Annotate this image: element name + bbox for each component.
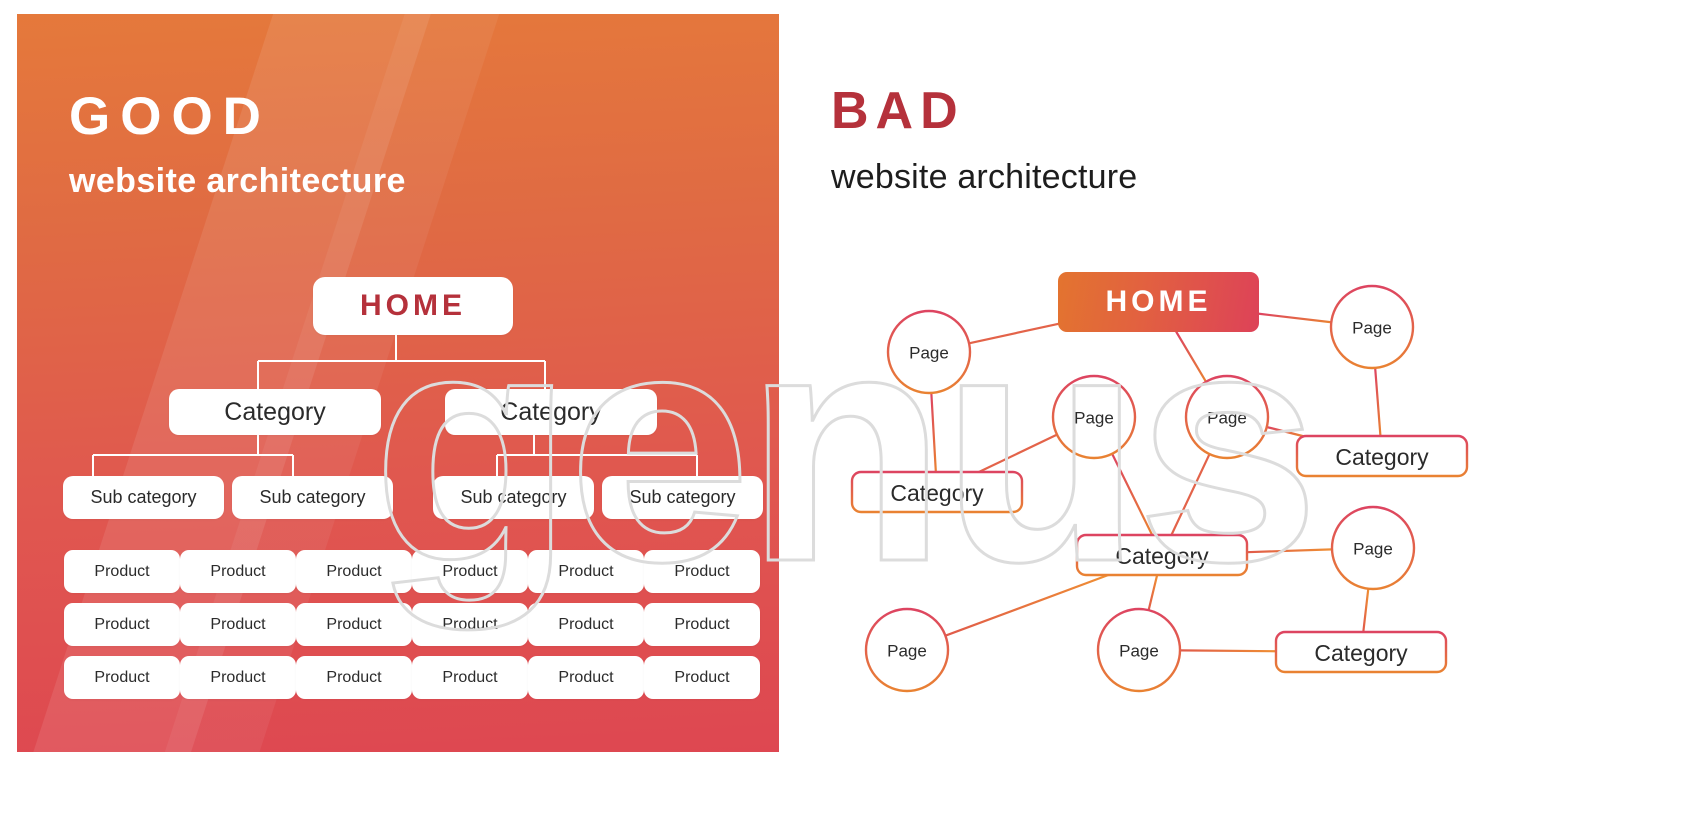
bad-edge-layer (930, 312, 1382, 653)
bad-category-node[interactable]: Category (850, 470, 1024, 514)
bad-page-node[interactable]: Page (886, 309, 972, 395)
bad-edge (1265, 425, 1304, 438)
page-label: Page (1074, 409, 1114, 428)
good-product-node[interactable]: Product (412, 550, 528, 593)
page-label: Page (1352, 319, 1392, 338)
bad-subtitle: website architecture (831, 158, 1138, 196)
category-label: Category (890, 480, 984, 506)
good-product-node[interactable]: Product (644, 656, 760, 699)
good-product-node[interactable]: Product (180, 656, 296, 699)
bad-edge (1178, 649, 1278, 653)
good-category-node-2[interactable]: Category (445, 389, 657, 435)
category-rect (1295, 434, 1469, 478)
bad-category-node[interactable]: Category (1295, 434, 1469, 478)
bad-edge (1374, 366, 1382, 438)
good-tree-connectors (92, 335, 698, 476)
bad-edge (1362, 587, 1370, 634)
bad-page-node[interactable]: Page (1051, 374, 1137, 460)
bad-page-node[interactable]: Page (1184, 374, 1270, 460)
bad-title: BAD (831, 82, 965, 140)
bad-page-node[interactable]: Page (864, 607, 950, 693)
page-label: Page (887, 642, 927, 661)
bad-edge (1245, 548, 1334, 554)
good-category-node-1[interactable]: Category (169, 389, 381, 435)
good-product-node[interactable]: Product (296, 656, 412, 699)
page-circle (1329, 284, 1415, 370)
good-product-node[interactable]: Product (644, 603, 760, 646)
good-product-node[interactable]: Product (644, 550, 760, 593)
page-label: Page (1207, 409, 1247, 428)
bad-edge (944, 573, 1110, 637)
bad-edge (1170, 452, 1211, 537)
good-product-node[interactable]: Product (412, 603, 528, 646)
good-product-node[interactable]: Product (528, 603, 644, 646)
bad-edge (977, 433, 1059, 474)
category-rect (1075, 533, 1249, 577)
bad-page-node[interactable]: Page (1330, 505, 1416, 591)
bad-home-node[interactable]: HOME (1058, 272, 1259, 332)
bad-page-node[interactable]: Page (1329, 284, 1415, 370)
good-product-node[interactable]: Product (180, 550, 296, 593)
good-product-node[interactable]: Product (64, 656, 180, 699)
page-circle (864, 607, 950, 693)
page-circle (886, 309, 972, 395)
good-product-node[interactable]: Product (296, 550, 412, 593)
good-product-node[interactable]: Product (528, 656, 644, 699)
good-product-node[interactable]: Product (412, 656, 528, 699)
good-subcategory-node-2[interactable]: Sub category (232, 476, 393, 519)
page-circle (1184, 374, 1270, 460)
category-label: Category (1115, 543, 1209, 569)
bad-edge (967, 322, 1060, 345)
good-subcategory-node-4[interactable]: Sub category (602, 476, 763, 519)
category-rect (850, 470, 1024, 514)
bad-page-node[interactable]: Page (1096, 607, 1182, 693)
bad-edge (1147, 573, 1159, 612)
page-circle (1051, 374, 1137, 460)
good-subtitle: website architecture (69, 162, 406, 200)
page-label: Page (1353, 540, 1393, 559)
good-product-node[interactable]: Product (64, 550, 180, 593)
good-subcategory-node-3[interactable]: Sub category (433, 476, 594, 519)
bad-edge (1111, 452, 1154, 537)
bad-edge (1175, 330, 1208, 383)
good-product-node[interactable]: Product (296, 603, 412, 646)
page-label: Page (1119, 642, 1159, 661)
good-subcategory-node-1[interactable]: Sub category (63, 476, 224, 519)
page-circle (1096, 607, 1182, 693)
good-architecture-panel: GOOD website architecture HOME Category Ca… (17, 14, 779, 752)
category-label: Category (1314, 640, 1408, 666)
page-label: Page (909, 344, 949, 363)
good-product-node[interactable]: Product (64, 603, 180, 646)
category-rect (1274, 630, 1448, 674)
bad-category-node[interactable]: Category (1075, 533, 1249, 577)
category-label: Category (1335, 444, 1429, 470)
bad-category-node[interactable]: Category (1274, 630, 1448, 674)
bad-edge (1257, 312, 1333, 324)
good-product-node[interactable]: Product (180, 603, 296, 646)
good-home-node[interactable]: HOME (313, 277, 513, 335)
good-product-node[interactable]: Product (528, 550, 644, 593)
page-circle (1330, 505, 1416, 591)
good-title: GOOD (69, 87, 271, 146)
bad-edge (930, 391, 937, 474)
